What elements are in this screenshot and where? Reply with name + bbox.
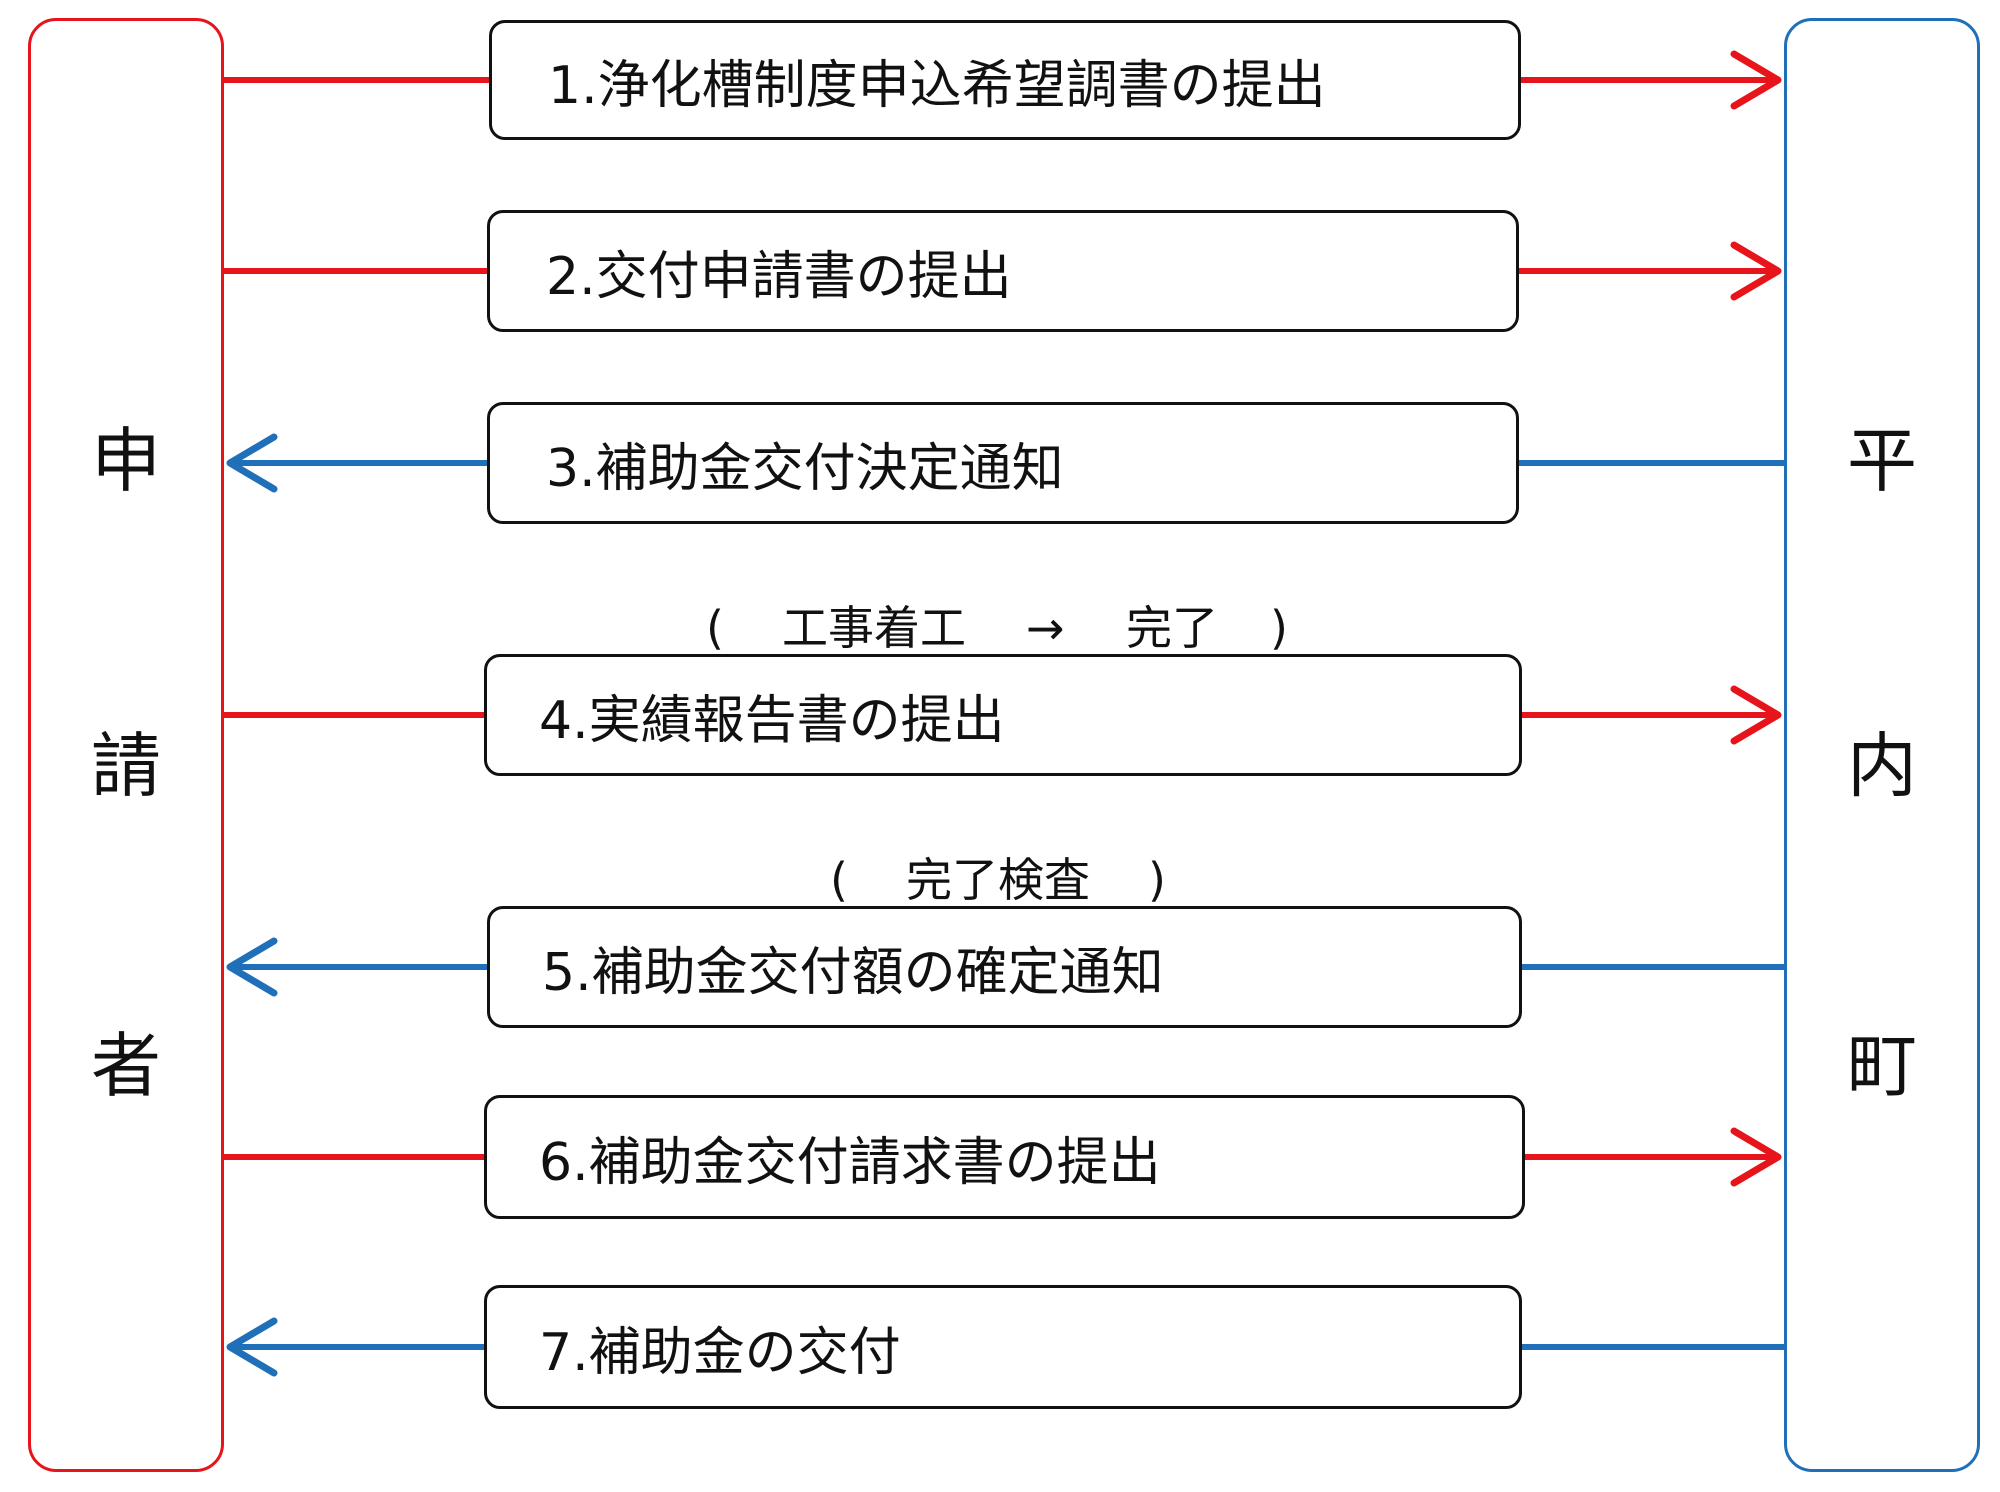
step-4-arrowhead xyxy=(1730,685,1782,745)
step-7-arrowhead xyxy=(226,1317,278,1377)
step-2-label: 2.交付申請書の提出 xyxy=(546,246,1012,307)
step-7-box: 7.補助金の交付 xyxy=(484,1285,1522,1409)
applicant-char-3: 者 xyxy=(91,1025,161,1107)
applicant-column: 申 請 者 xyxy=(28,18,224,1472)
town-column: 平 内 町 xyxy=(1784,18,1980,1472)
note-construction-arrow: → xyxy=(1026,601,1065,655)
step-3-label: 3.補助金交付決定通知 xyxy=(546,438,1064,499)
applicant-char-2: 請 xyxy=(91,725,161,807)
step-4-box: 4.実績報告書の提出 xyxy=(484,654,1522,776)
step-3-box: 3.補助金交付決定通知 xyxy=(487,402,1519,524)
step-2-box: 2.交付申請書の提出 xyxy=(487,210,1519,332)
step-1-box: 1.浄化槽制度申込希望調書の提出 xyxy=(489,20,1521,140)
step-6-arrowhead xyxy=(1730,1127,1782,1187)
step-6-label: 6.補助金交付請求書の提出 xyxy=(539,1132,1161,1193)
town-char-1: 平 xyxy=(1847,420,1917,502)
step-7-label: 7.補助金の交付 xyxy=(539,1322,901,1383)
note-inspection-open: ( xyxy=(830,853,848,907)
step-5-label: 5.補助金交付額の確定通知 xyxy=(542,942,1164,1003)
step-3-arrowhead xyxy=(226,433,278,493)
town-char-3: 町 xyxy=(1847,1025,1917,1107)
note-construction-start: 工事着工 xyxy=(782,601,966,655)
step-1-label: 1.浄化槽制度申込希望調書の提出 xyxy=(548,55,1326,116)
applicant-char-1: 申 xyxy=(91,420,161,502)
note-construction-close: ) xyxy=(1270,601,1288,655)
town-char-2: 内 xyxy=(1847,725,1917,807)
step-5-box: 5.補助金交付額の確定通知 xyxy=(487,906,1522,1028)
note-inspection-text: 完了検査 xyxy=(906,853,1090,907)
step-2-arrowhead xyxy=(1730,241,1782,301)
step-4-label: 4.実績報告書の提出 xyxy=(539,690,1005,751)
note-construction-open: ( xyxy=(706,601,724,655)
step-6-box: 6.補助金交付請求書の提出 xyxy=(484,1095,1525,1219)
note-construction-complete: 完了 xyxy=(1126,601,1218,655)
step-5-arrowhead xyxy=(226,937,278,997)
note-inspection-close: ) xyxy=(1148,853,1166,907)
step-1-arrowhead xyxy=(1730,50,1782,110)
